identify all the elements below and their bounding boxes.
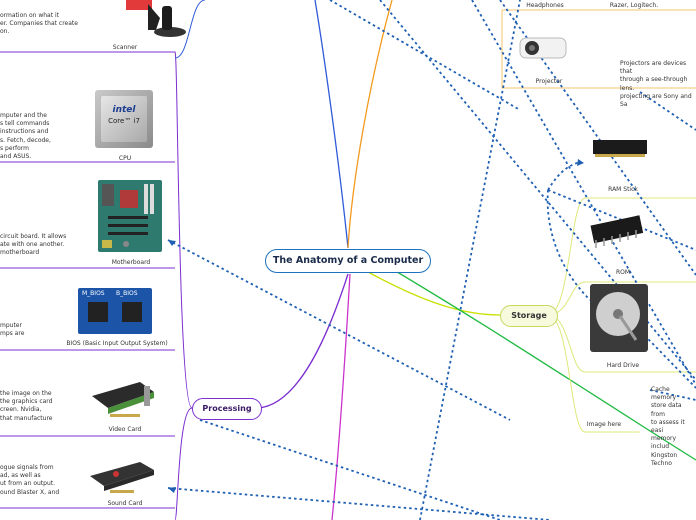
bios-image: M_BIOS B_BIOS bbox=[78, 288, 152, 334]
cpu-caption: CPU bbox=[118, 155, 132, 162]
bios-chip-label-2: B_BIOS bbox=[116, 290, 138, 297]
cache-caption: Image here bbox=[586, 421, 622, 428]
output-sub-connectors bbox=[501, 9, 696, 89]
graphics-card-icon bbox=[92, 382, 154, 417]
relationship-links bbox=[167, 0, 696, 520]
storage-branch-line bbox=[367, 271, 501, 316]
projector-caption: Projector bbox=[535, 78, 563, 85]
motherboard-image bbox=[98, 180, 162, 252]
projector-icon bbox=[519, 37, 567, 59]
magenta-branch-line bbox=[331, 273, 351, 520]
projector-description: Projectors are devices that through a se… bbox=[620, 60, 692, 109]
headphones-caption: Headphones bbox=[526, 2, 564, 9]
scanner-icon bbox=[126, 0, 186, 37]
green-branch-line bbox=[369, 255, 696, 461]
hard-drive-icon bbox=[590, 284, 648, 352]
ram-icon bbox=[593, 140, 647, 157]
motherboard-description: circuit board. It allows ate with one an… bbox=[0, 233, 67, 257]
video-card-description: the image on the the graphics card creen… bbox=[0, 390, 53, 422]
video-card-caption: Video Card bbox=[108, 426, 142, 433]
link-arrowhead bbox=[577, 159, 584, 166]
processing-branch-line bbox=[257, 273, 349, 409]
motherboard-icon bbox=[102, 184, 154, 248]
headphones-brands: Razer, Logitech. bbox=[609, 2, 659, 9]
output-branch-line bbox=[347, 0, 393, 249]
storage-node[interactable]: Storage bbox=[500, 305, 558, 327]
sound-card-image bbox=[86, 460, 158, 496]
hard-drive-image bbox=[586, 282, 652, 354]
ram-caption: RAM Stick bbox=[608, 186, 638, 193]
cpu-image: intel Core™ i7 bbox=[95, 90, 153, 148]
projector-image bbox=[518, 28, 568, 64]
rom-chip-icon bbox=[590, 215, 644, 248]
core-i7-label: Core™ i7 bbox=[108, 117, 140, 125]
processing-sub-connectors bbox=[0, 0, 206, 520]
bios-chip-label-1: M_BIOS bbox=[82, 290, 105, 297]
cpu-heatspreader: intel Core™ i7 bbox=[101, 96, 147, 142]
scanner-caption: Scanner bbox=[112, 44, 138, 51]
scanner-image bbox=[118, 0, 188, 38]
hard-drive-caption: Hard Drive bbox=[606, 362, 640, 369]
sound-card-description: ogue signals from ad, as well as ut from… bbox=[0, 464, 60, 496]
cpu-description: mputer and the s tell commands instructi… bbox=[0, 112, 51, 161]
motherboard-caption: Motherboard bbox=[111, 259, 151, 266]
cache-description: Cache memory store data from to assess i… bbox=[651, 386, 685, 467]
bios-description: mputer mps are bbox=[0, 322, 25, 338]
link-arrowhead bbox=[168, 487, 176, 493]
rom-image bbox=[588, 210, 652, 254]
scanner-description: ormation on what it er. Companies that c… bbox=[0, 12, 78, 36]
intel-logo: intel bbox=[112, 105, 136, 115]
central-topic[interactable]: The Anatomy of a Computer bbox=[265, 249, 431, 273]
rom-caption: ROM bbox=[615, 269, 631, 276]
sound-card-caption: Sound Card bbox=[107, 500, 143, 507]
input-branch-line bbox=[314, 0, 349, 249]
bios-chip-2 bbox=[122, 302, 142, 322]
sound-card-icon bbox=[90, 462, 154, 493]
bios-chip-1 bbox=[88, 302, 108, 322]
video-card-image bbox=[88, 378, 158, 422]
bios-caption: BIOS (Basic Input Output System) bbox=[66, 340, 168, 347]
link-arrowhead bbox=[168, 240, 176, 246]
ram-image bbox=[593, 136, 647, 160]
processing-node[interactable]: Processing bbox=[192, 398, 262, 420]
